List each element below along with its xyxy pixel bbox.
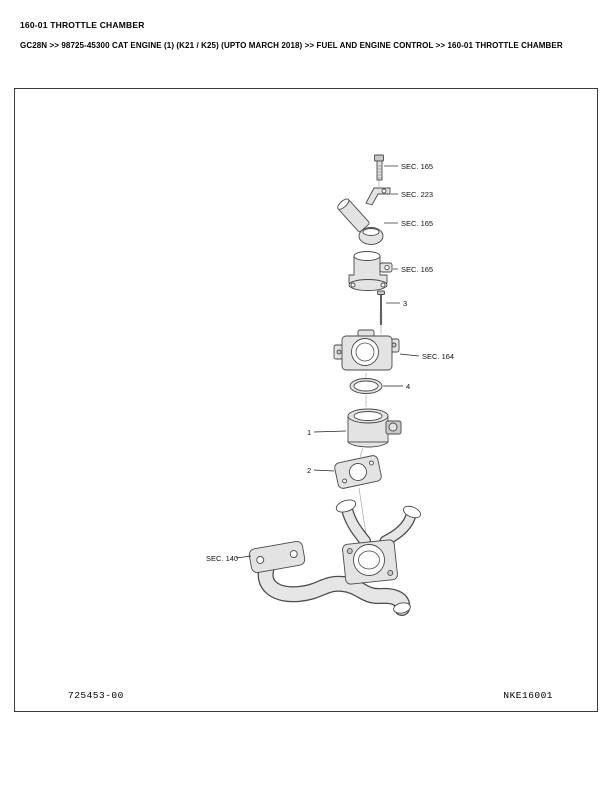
page-title: 160-01 THROTTLE CHAMBER xyxy=(20,20,145,30)
leader-line xyxy=(235,555,252,559)
callout-sec223-bracket: SEC. 223 xyxy=(391,190,433,199)
throttle-assembly-part xyxy=(347,408,402,448)
callout-sec164: SEC. 164 xyxy=(399,352,454,361)
breadcrumb: GC28N >> 98725-45300 CAT ENGINE (1) (K21… xyxy=(20,41,563,50)
leader-line xyxy=(313,430,347,433)
callout-label: 3 xyxy=(403,299,407,308)
callout-sec165-body: SEC. 165 xyxy=(393,265,433,274)
screw-part xyxy=(377,290,385,325)
hose-fitting-part xyxy=(337,198,384,245)
callout-label: SEC. 140 xyxy=(206,554,238,563)
figure-code: NKE16001 xyxy=(503,690,553,701)
upper-body-part xyxy=(348,251,393,291)
bolt-part xyxy=(374,154,384,181)
leader-line xyxy=(399,353,420,357)
callout-ref-2: 2 xyxy=(307,466,335,475)
callout-label: SEC. 223 xyxy=(401,190,433,199)
callout-ref-4: 4 xyxy=(383,382,410,391)
callout-label: SEC. 164 xyxy=(422,352,454,361)
callout-label: SEC. 165 xyxy=(401,265,433,274)
exploded-parts-diagram: SEC. 165 SEC. 223 SEC. 165 SEC. 165 3 SE… xyxy=(206,154,454,616)
intake-manifold-part xyxy=(248,499,422,616)
bracket-part xyxy=(365,187,391,206)
callout-label: SEC. 165 xyxy=(401,162,433,171)
callout-sec140: SEC. 140 xyxy=(206,554,252,563)
callout-label: 4 xyxy=(406,382,410,391)
diagram-frame: SEC. 165 SEC. 223 SEC. 165 SEC. 165 3 SE… xyxy=(14,88,598,712)
document-number: 725453-00 xyxy=(68,690,124,701)
callout-sec165-bolt: SEC. 165 xyxy=(384,162,433,171)
callout-sec165-hose: SEC. 165 xyxy=(384,219,433,228)
throttle-chamber-part xyxy=(333,329,400,371)
gasket-part xyxy=(334,455,382,489)
callout-label: 1 xyxy=(307,428,311,437)
callout-label: 2 xyxy=(307,466,311,475)
leader-line xyxy=(313,469,335,472)
callout-ref-1: 1 xyxy=(307,428,347,437)
callout-label: SEC. 165 xyxy=(401,219,433,228)
callout-ref-3: 3 xyxy=(386,299,407,308)
o-ring-part xyxy=(349,378,383,394)
